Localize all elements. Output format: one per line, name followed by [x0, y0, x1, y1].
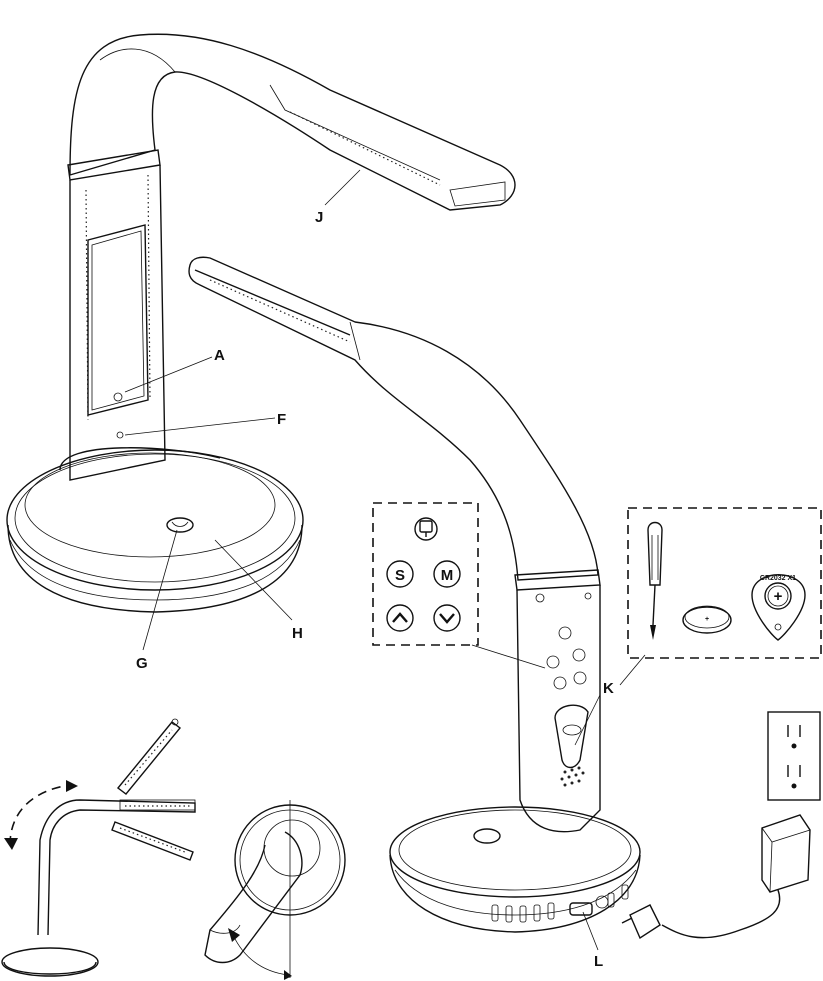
base-rotation-view — [205, 800, 345, 980]
callout-k: K — [603, 680, 614, 697]
screwdriver-icon — [648, 523, 662, 641]
control-panel-inset: S M — [373, 503, 478, 645]
power-adapter-icon — [622, 815, 810, 938]
callout-lines-main — [472, 645, 645, 950]
m-button-label: M — [441, 567, 454, 584]
lamp-rotation-small — [2, 719, 195, 976]
callout-f: F — [277, 411, 286, 428]
battery-kit-inset: + CR2032 X1 + — [628, 508, 821, 658]
callout-j: J — [315, 209, 323, 226]
lamp-main — [189, 257, 640, 932]
callout-lines-top-left — [125, 170, 360, 650]
callout-a: A — [214, 347, 225, 364]
battery-holder-plus: + — [774, 588, 783, 605]
coin-battery-icon: + — [683, 606, 731, 633]
wall-outlet-icon — [768, 712, 820, 800]
lamp-mode-icon — [415, 518, 437, 540]
battery-holder-label: CR2032 X1 — [760, 575, 796, 582]
s-button-label: S — [395, 567, 405, 584]
battery-holder-icon: CR2032 X1 + — [752, 575, 805, 640]
chevron-down-icon — [434, 605, 460, 631]
speaker-grille — [561, 767, 585, 787]
callout-g: G — [136, 655, 148, 672]
usb-port — [570, 903, 592, 915]
callout-h: H — [292, 625, 303, 642]
coin-battery-plus: + — [705, 616, 709, 623]
lamp-top-left — [7, 34, 515, 612]
callout-l: L — [594, 953, 603, 970]
chevron-up-icon — [387, 605, 413, 631]
